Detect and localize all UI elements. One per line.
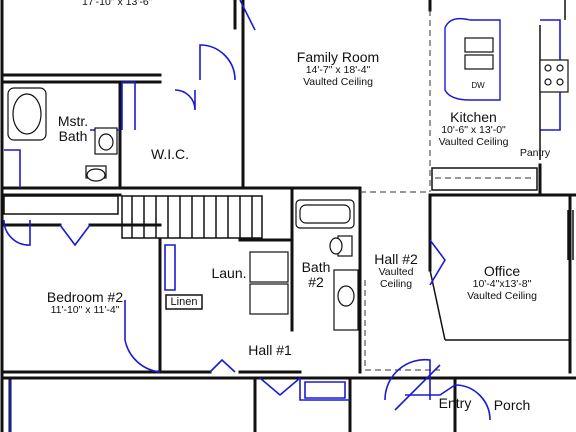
dashed-boundaries xyxy=(360,10,440,371)
bedroom2-name: Bedroom #2 xyxy=(46,289,124,305)
hall-landing xyxy=(3,195,119,215)
office-dims: 10'-4"x13'-8" xyxy=(472,278,532,291)
kitchen-note: Vaulted Ceiling xyxy=(438,135,509,148)
mstr-bath-name-1: Mstr. xyxy=(57,113,89,129)
dw-label: DW xyxy=(471,81,485,90)
bath-fixtures xyxy=(7,87,359,331)
pantry-label: Pantry xyxy=(519,147,551,159)
family-room-name: Family Room xyxy=(296,49,380,65)
stairs xyxy=(121,195,263,239)
mstr-bath-label: Mstr. Bath xyxy=(50,113,96,145)
family-room-label: Family Room 14'-7" x 18'-4" Vaulted Ceil… xyxy=(268,49,408,88)
hall2-label: Hall #2 Vaulted Ceiling xyxy=(366,251,426,290)
kitchen-label: Kitchen 10'-6" x 13'-0" Vaulted Ceiling xyxy=(426,109,521,148)
kitchen-name: Kitchen xyxy=(450,109,497,125)
porch-label: Porch xyxy=(493,397,531,413)
mstr-bath-name-2: Bath xyxy=(58,128,88,145)
linen-label: Linen xyxy=(170,296,198,308)
office-name: Office xyxy=(483,263,521,279)
office-label: Office 10'-4"x13'-8" Vaulted Ceiling xyxy=(452,263,552,302)
office-note: Vaulted Ceiling xyxy=(467,289,537,302)
top-room-dims: 17'-10" x 13'-6" xyxy=(82,0,153,8)
hall2-note-2: Ceiling xyxy=(379,277,413,290)
bath2-label: Bath #2 xyxy=(296,259,336,291)
kitchen-dims: 10'-6" x 13'-0" xyxy=(441,124,506,137)
wic-label: W.I.C. xyxy=(150,146,190,162)
bedroom2-label: Bedroom #2 11'-10" x 11'-4" xyxy=(30,289,140,317)
bedroom2-dims: 11'-10" x 11'-4" xyxy=(50,304,120,317)
laundry-appliances xyxy=(165,251,289,315)
hall2-name: Hall #2 xyxy=(374,251,418,267)
bath2-name-1: Bath xyxy=(301,259,331,275)
bath2-name-2: #2 xyxy=(308,274,324,291)
entry-label: Entry xyxy=(438,395,472,411)
laundry-label: Laun. xyxy=(211,265,247,281)
family-room-dims: 14'-7" x 18'-4" xyxy=(305,64,371,77)
hall2-note-1: Vaulted xyxy=(378,266,414,279)
hall1-label: Hall #1 xyxy=(248,342,292,358)
window-marks xyxy=(564,0,574,260)
kitchen-fixtures xyxy=(431,17,569,191)
family-room-note: Vaulted Ceiling xyxy=(303,75,373,88)
